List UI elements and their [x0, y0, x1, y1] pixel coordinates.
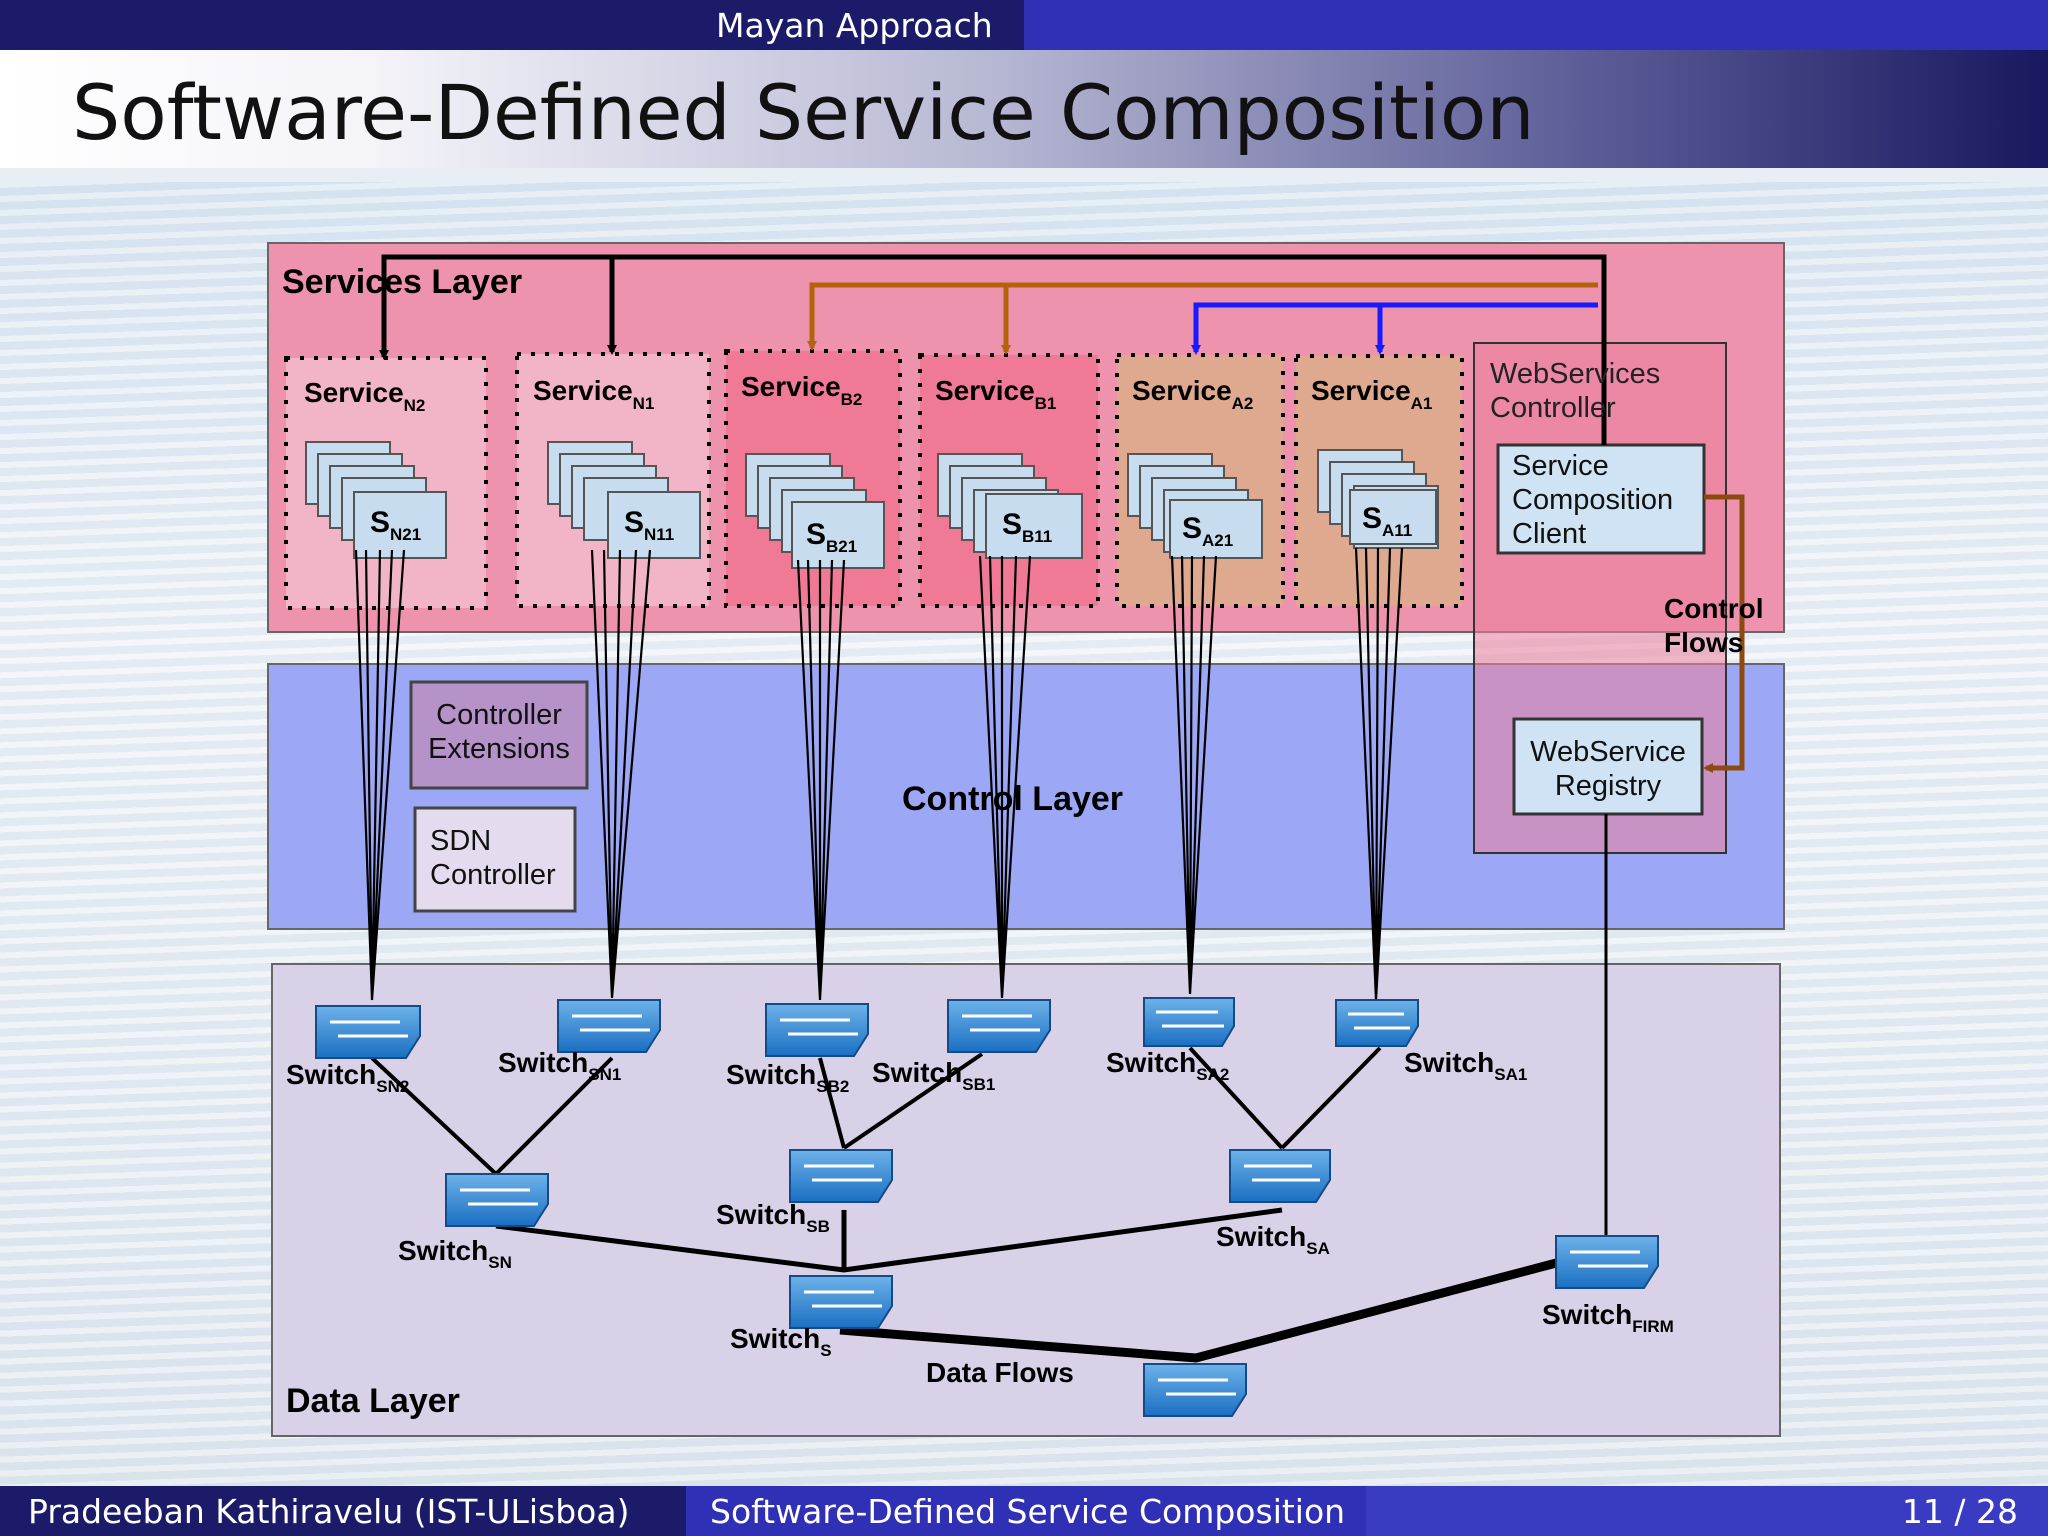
switch-icon-sb	[789, 1149, 893, 1203]
data-flows-label: Data Flows	[926, 1357, 1074, 1388]
service-title-b2: ServiceB2	[741, 371, 862, 409]
footer-author[interactable]: Pradeeban Kathiravelu (IST-ULisboa)	[28, 1491, 630, 1531]
control-flow-registry	[1703, 494, 1745, 773]
instance-stack-a1	[1317, 449, 1439, 549]
slide-title: Software-Defined Service Composition	[72, 68, 1535, 157]
instance-stack-n2	[305, 441, 447, 559]
switch-icon-sb2	[765, 1003, 869, 1057]
switch-icon-unlabeled	[1143, 1363, 1247, 1417]
instance-stack-n1	[547, 441, 701, 559]
instance-label-n21: SN21	[370, 506, 421, 544]
footer-bar: Pradeeban Kathiravelu (IST-ULisboa) Soft…	[0, 1486, 2048, 1536]
control-flow-blue	[1191, 302, 1598, 355]
switch-label-sa1: SwitchSA1	[1404, 1047, 1527, 1084]
instance-label-b11: SB11	[1002, 508, 1052, 546]
switch-label-s: SwitchS	[730, 1323, 832, 1360]
switch-label-sb1: SwitchSB1	[872, 1057, 995, 1094]
architecture-diagram: Services Layer Control Layer Data Layer …	[267, 242, 1785, 1437]
controller-extensions-box	[409, 680, 589, 790]
instance-label-b21: SB21	[806, 518, 857, 556]
switch-label-sb2: SwitchSB2	[726, 1059, 849, 1096]
switch-icon-sb1	[947, 999, 1051, 1053]
switch-icon-sn2	[315, 1005, 421, 1059]
instance-stack-b1	[937, 453, 1083, 559]
data-layer-label: Data Layer	[286, 1382, 460, 1420]
instance-stack-b2	[745, 453, 885, 569]
service-title-n1: ServiceN1	[533, 375, 654, 413]
switch-tree-links	[370, 1046, 1562, 1363]
switch-icon-sn	[445, 1173, 549, 1227]
switch-label-sa: SwitchSA	[1216, 1221, 1330, 1258]
service-title-a2: ServiceA2	[1132, 375, 1253, 413]
instance-switch-links	[354, 547, 1404, 1001]
switch-icon-s	[789, 1275, 893, 1329]
control-flow-orange	[807, 282, 1598, 351]
control-flow-black-trunk	[379, 254, 1607, 445]
webservice-registry-box	[1512, 717, 1704, 816]
switch-label-sa2: SwitchSA2	[1106, 1047, 1229, 1084]
switch-label-sn2: SwitchSN2	[286, 1059, 409, 1096]
switch-label-firm: SwitchFIRM	[1542, 1299, 1674, 1336]
switch-icon-firm	[1555, 1235, 1659, 1289]
switch-icon-sa	[1229, 1149, 1331, 1203]
top-navigation-bar	[0, 0, 2048, 50]
switch-icon-sa1	[1335, 999, 1419, 1047]
switch-icon-sa2	[1143, 997, 1235, 1047]
service-title-a1: ServiceA1	[1311, 375, 1432, 413]
footer-page-number: 11 / 28	[1901, 1491, 2018, 1531]
control-layer-label: Control Layer	[902, 780, 1123, 818]
instance-stack-a2	[1127, 453, 1263, 559]
instance-label-a11: SA11	[1362, 502, 1412, 540]
footer-title[interactable]: Software-Defined Service Composition	[710, 1491, 1346, 1531]
switch-label-sn: SwitchSN	[398, 1235, 512, 1272]
title-bar	[0, 50, 2048, 168]
services-layer-label: Services Layer	[282, 263, 522, 301]
switch-label-sn1: SwitchSN1	[498, 1047, 621, 1084]
service-title-b1: ServiceB1	[935, 375, 1056, 413]
switch-label-sb: SwitchSB	[716, 1199, 830, 1236]
switch-labels: SwitchSN2 SwitchSN1 SwitchSB2 SwitchSB1 …	[286, 1047, 1674, 1360]
sdn-controller-box	[413, 806, 577, 913]
instance-label-n11: SN11	[624, 506, 674, 544]
service-title-n2: ServiceN2	[304, 377, 425, 415]
section-title[interactable]: Mayan Approach	[716, 6, 993, 45]
switch-icon-sn1	[557, 999, 661, 1053]
instance-label-a21: SA21	[1182, 512, 1233, 550]
